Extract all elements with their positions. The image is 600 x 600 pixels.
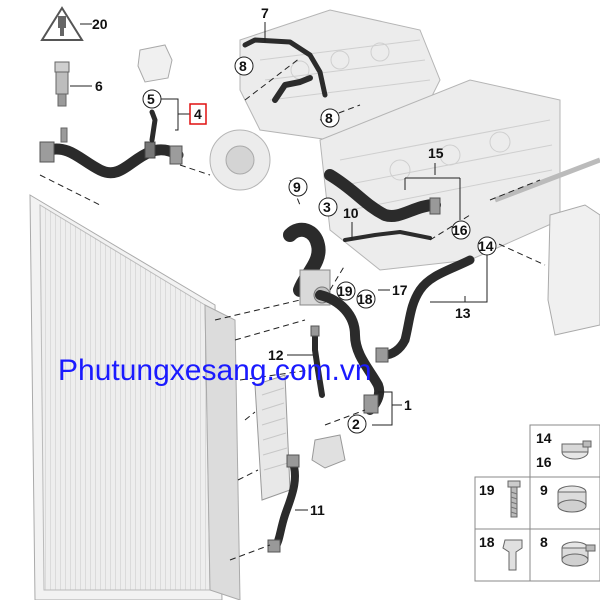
dashed-lines [39, 57, 546, 561]
screw-icon [507, 480, 521, 518]
label-13: 13 [455, 305, 471, 321]
label-6: 6 [95, 78, 103, 94]
table-label-9: 9 [540, 482, 548, 498]
hose-15 [324, 169, 441, 242]
label-20: 20 [92, 16, 108, 32]
label-8a: 8 [239, 58, 247, 74]
label-4: 4 [194, 106, 202, 122]
hose-clamp-icon [561, 440, 592, 460]
engine-block [209, 9, 561, 271]
label-8b: 8 [325, 110, 333, 126]
label-19: 19 [337, 283, 353, 299]
label-15: 15 [428, 145, 444, 161]
label-12: 12 [268, 347, 284, 363]
label-10: 10 [343, 205, 359, 221]
label-1: 1 [404, 397, 412, 413]
callouts: 20 6 5 4 7 8 8 15 9 3 10 16 14 13 17 19 [70, 5, 497, 518]
wire-clamp-icon [561, 541, 596, 567]
label-9: 9 [293, 179, 301, 195]
hose-7 [242, 37, 328, 103]
label-2: 2 [352, 416, 360, 432]
watermark: Phutungxesang.com.vn [58, 354, 372, 387]
hose-13 [375, 255, 475, 363]
bracket-clip-icon [502, 539, 523, 571]
hose-12 [310, 325, 325, 398]
hose-11 [267, 454, 300, 553]
parts-table: 14 16 19 9 18 8 [474, 424, 600, 582]
upper-radiator-hose [39, 109, 184, 179]
hose-1 [315, 290, 385, 415]
label-16: 16 [452, 222, 468, 238]
label-17: 17 [392, 282, 408, 298]
reservoir [137, 44, 173, 83]
auxiliary-cooler [254, 374, 291, 501]
label-18: 18 [357, 291, 373, 307]
label-7: 7 [261, 5, 269, 21]
table-label-19: 19 [479, 482, 495, 498]
table-label-8: 8 [540, 534, 548, 550]
table-label-18: 18 [479, 534, 495, 550]
label-3: 3 [323, 199, 331, 215]
spring-clamp-icon [557, 485, 587, 513]
label-11: 11 [310, 502, 325, 518]
table-label-16: 16 [536, 454, 552, 470]
label-5: 5 [147, 91, 155, 107]
expansion-tank [494, 157, 600, 336]
warning-triangle-icon [40, 6, 84, 41]
thermostat [311, 434, 346, 469]
table-label-14: 14 [536, 430, 552, 446]
label-14: 14 [478, 238, 494, 254]
radiator [29, 194, 241, 600]
highlight-box [189, 103, 207, 125]
sensor [54, 61, 70, 143]
